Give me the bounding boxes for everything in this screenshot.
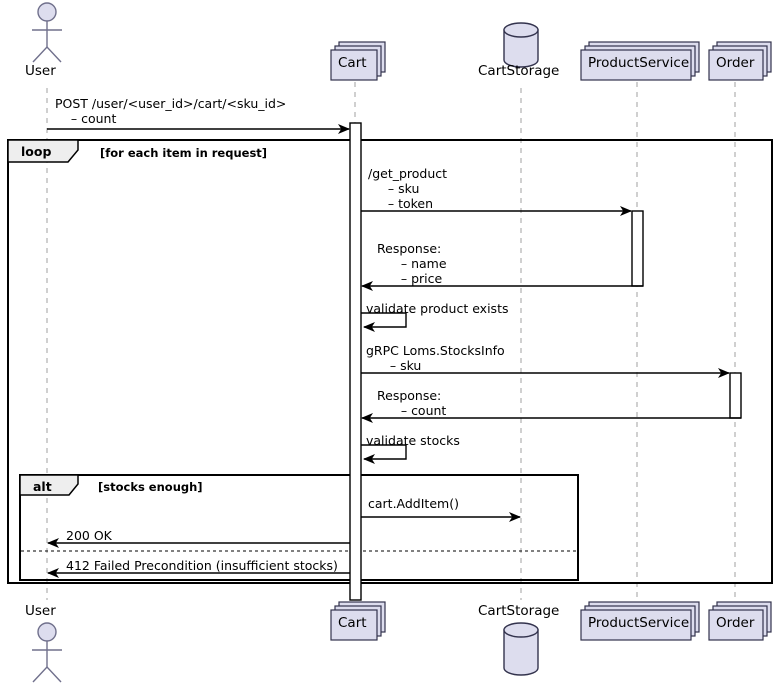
participant-cartstorage-bottom[interactable] — [503, 622, 539, 676]
participant-productservice-bottom[interactable] — [580, 601, 700, 641]
loop-frame-condition: [for each item in request] — [100, 146, 268, 160]
participant-label-cart-top: Cart — [338, 55, 367, 71]
participant-cart-bottom[interactable] — [330, 601, 386, 641]
collections-front — [708, 49, 764, 81]
actor-head-icon — [37, 622, 57, 642]
arrow-validate-stocks-self — [361, 444, 407, 464]
database-cylinder-top — [503, 22, 539, 38]
actor-legs — [32, 665, 62, 683]
loop-frame — [7, 139, 773, 584]
message-label-cart-additem: cart.AddItem() — [368, 496, 459, 511]
message-label-stocksinfo: gRPC Loms.StocksInfo – sku — [366, 343, 505, 373]
collections-front — [330, 609, 378, 641]
activation-bars — [349, 122, 742, 601]
collections-front — [330, 49, 378, 81]
actor-head-icon — [37, 2, 57, 22]
activation-cart — [349, 122, 362, 601]
database-cylinder-top — [503, 622, 539, 638]
participant-label-cart-bottom: Cart — [338, 615, 367, 631]
participant-label-order-top: Order — [716, 55, 755, 71]
participant-label-productservice-bottom: ProductService — [588, 615, 690, 631]
message-label-200-ok: 200 OK — [66, 528, 112, 543]
actor-legs — [32, 45, 62, 63]
database-cylinder-body — [503, 629, 539, 676]
message-label-validate-stocks: validate stocks — [366, 433, 460, 448]
arrow-validate-product-self — [361, 312, 407, 332]
message-label-post-cart: POST /user/<user_id>/cart/<sku_id> – cou… — [55, 96, 287, 126]
alt-frame-tag: alt — [33, 479, 52, 494]
message-label-get-product: /get_product – sku – token — [368, 166, 448, 211]
message-label-get-product-response: Response: – name – price — [377, 241, 447, 286]
participant-label-cartstorage-top: CartStorage — [478, 63, 560, 79]
message-label-412-failed: 412 Failed Precondition (insufficient st… — [66, 558, 338, 573]
participant-order-bottom[interactable] — [708, 601, 772, 641]
participant-label-order-bottom: Order — [716, 615, 755, 631]
participant-order-top[interactable] — [708, 41, 772, 81]
participant-productservice-top[interactable] — [580, 41, 700, 81]
alt-frame — [19, 474, 579, 581]
participant-label-cartstorage-bottom: CartStorage — [478, 603, 560, 619]
message-arrows — [47, 124, 741, 578]
collections-front — [708, 609, 764, 641]
loop-frame-tag: loop — [21, 144, 52, 159]
alt-frame-condition: [stocks enough] — [98, 480, 203, 494]
participant-cart-top[interactable] — [330, 41, 386, 81]
database-cylinder-body — [503, 29, 539, 68]
participant-user-bottom[interactable] — [32, 622, 62, 683]
message-label-stocksinfo-response: Response: – count — [377, 388, 447, 418]
message-label-validate-product-exists: validate product exists — [366, 301, 509, 316]
participant-label-user-top: User — [25, 63, 56, 79]
participant-label-productservice-top: ProductService — [588, 55, 690, 71]
activation-order — [729, 372, 742, 419]
participant-cartstorage-top[interactable] — [503, 22, 539, 68]
activation-productservice — [631, 210, 644, 287]
collections-front — [580, 49, 692, 81]
participant-label-user-bottom: User — [25, 603, 56, 619]
participant-user-top[interactable] — [32, 2, 62, 63]
collections-front — [580, 609, 692, 641]
